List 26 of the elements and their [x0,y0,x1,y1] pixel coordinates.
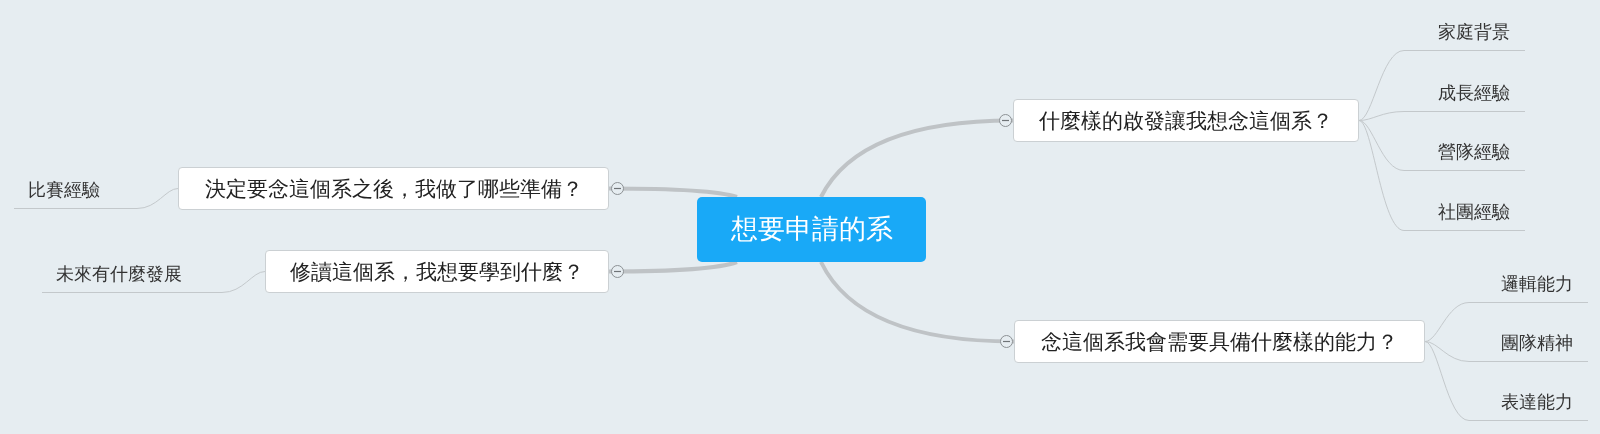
underlined-subtopic: 家庭背景 [1404,14,1525,51]
underlined-subtopic: 營隊經驗 [1404,134,1525,171]
underlined-subtopic: 社團經驗 [1404,194,1525,231]
connector-line [819,118,1014,198]
underlined-subtopic: 未來有什麼發展 [42,256,222,293]
connector-line [221,271,266,293]
connector-line [609,186,738,199]
connector-line [1424,302,1470,342]
underlined-subtopic: 比賽經驗 [14,172,137,209]
underlined-subtopic: 邏輯能力 [1469,266,1588,303]
connector-line [1358,50,1405,121]
connector-line [1358,120,1405,231]
topic-box: 念這個系我會需要具備什麼樣的能力？ [1014,320,1425,363]
connector-line [1358,120,1405,171]
underlined-subtopic: 團隊精神 [1469,325,1588,362]
topic-box: 修讀這個系，我想要學到什麼？ [265,250,609,293]
topic-box: 決定要念這個系之後，我做了哪些準備？ [178,167,609,210]
connector-line [1424,341,1470,362]
underlined-subtopic: 成長經驗 [1404,75,1525,112]
connector-line [1424,341,1470,421]
connector-line [609,260,738,274]
connector-line [819,261,1015,344]
connector-line [136,188,179,209]
underlined-subtopic: 表達能力 [1469,384,1588,421]
topic-box: 什麼樣的啟發讓我想念這個系？ [1013,99,1359,142]
central-topic-box: 想要申請的系 [697,197,926,262]
